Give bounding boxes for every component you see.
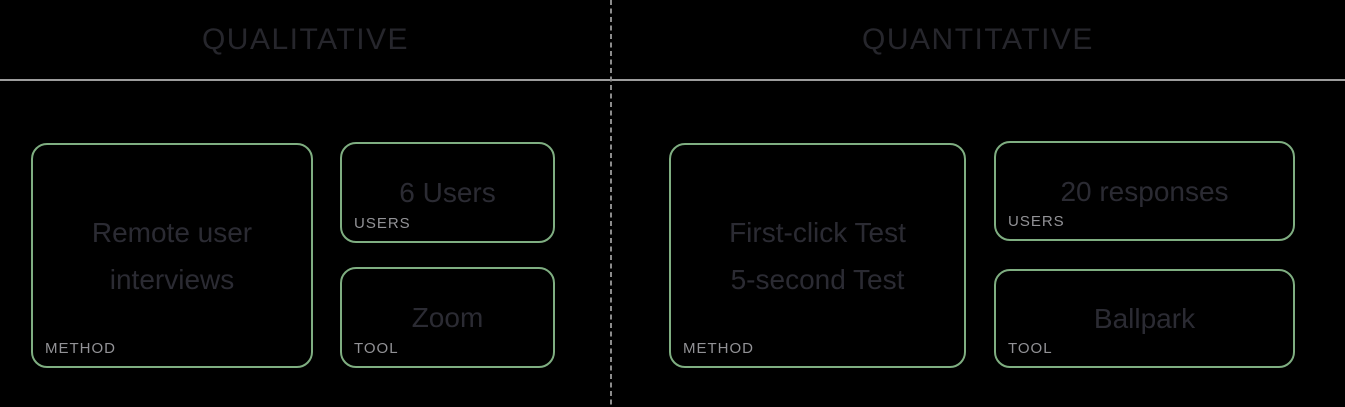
method-text-line: First-click Test [729,216,906,248]
tool-label: TOOL [1008,340,1053,357]
method-label: METHOD [683,340,754,357]
method-label: METHOD [45,340,116,357]
users-text-line: 6 Users [399,177,496,208]
quantitative-tool-card: Ballpark TOOL [994,269,1295,368]
method-text-line: interviews [109,263,235,295]
qualitative-method-card: Remote user interviews METHOD [31,143,313,368]
users-label: USERS [354,215,411,232]
vertical-dashed-divider [610,0,612,407]
quantitative-method-card: First-click Test 5-second Test METHOD [669,143,966,368]
method-text-line: Remote user [91,216,253,248]
horizontal-divider-line [0,79,1345,81]
users-label: USERS [1008,213,1065,230]
method-text-line: 5-second Test [730,263,905,295]
tool-text-line: Zoom [411,302,484,333]
tool-label: TOOL [354,340,399,357]
qualitative-section-title: QUALITATIVE [201,23,410,56]
qualitative-tool-card: Zoom TOOL [340,267,555,368]
users-text-line: 20 responses [1060,175,1229,207]
quantitative-users-card: 20 responses USERS [994,141,1295,241]
tool-text-line: Ballpark [1093,303,1196,334]
qualitative-users-card: 6 Users USERS [340,142,555,243]
quantitative-section-title: QUANTITATIVE [862,23,1094,56]
